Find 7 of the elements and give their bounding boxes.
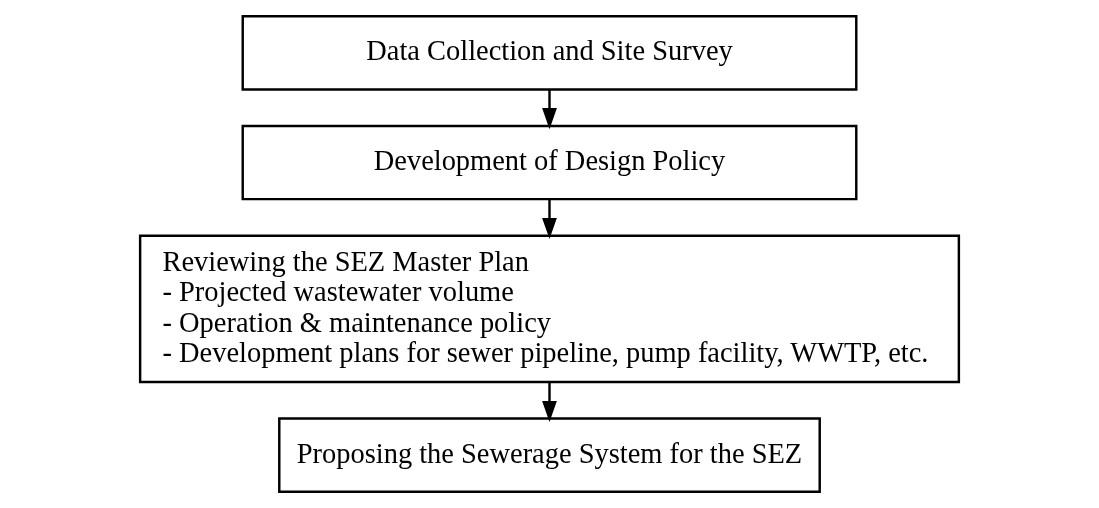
node-box: Data Collection and Site Survey: [241, 15, 858, 91]
arrow: [542, 382, 557, 423]
arrow: [542, 199, 557, 240]
arrow: [542, 89, 557, 130]
node-box: Proposing the Sewerage System for the SEZ: [278, 417, 821, 493]
node-box: Reviewing the SEZ Master Plan - Projected wastewater volume - Operation & maintenance policy - Development plans for sewer pipeline, pump facility, WWTP, etc.: [138, 234, 961, 384]
node-box: Development of Design Policy: [241, 124, 858, 201]
